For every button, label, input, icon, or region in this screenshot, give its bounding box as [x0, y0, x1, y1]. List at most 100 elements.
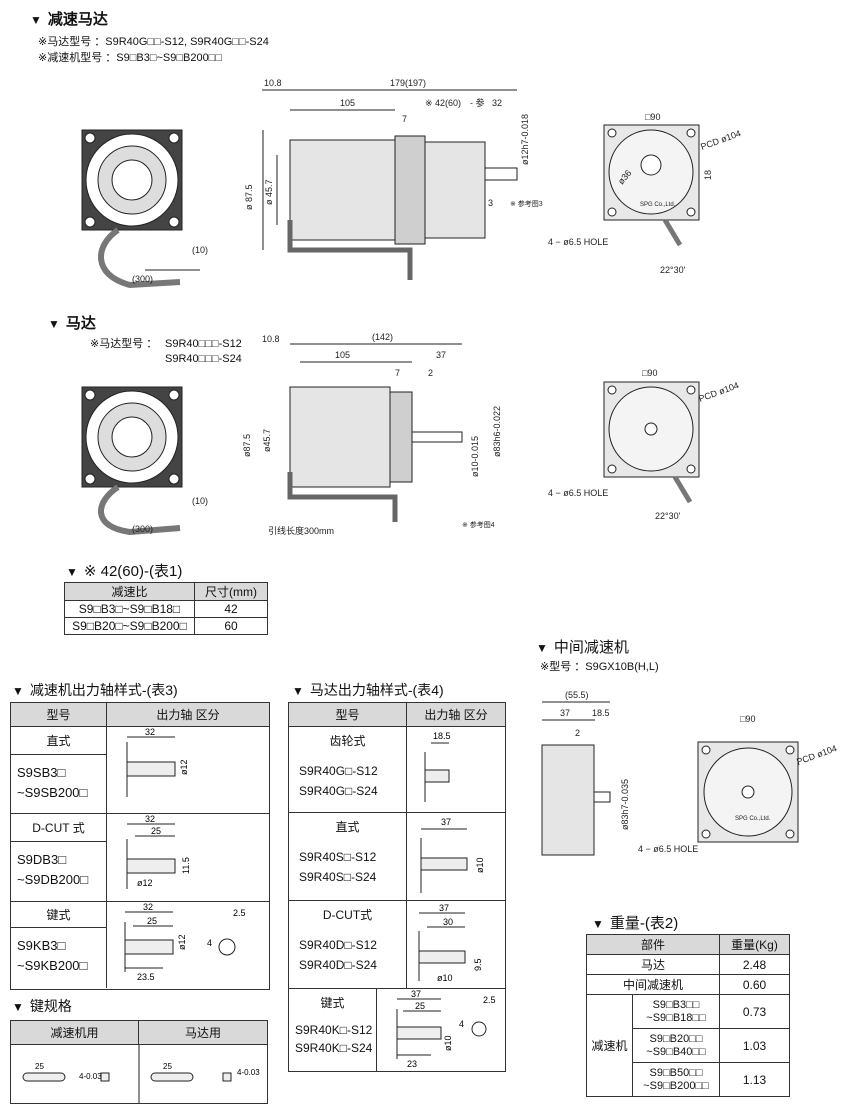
- triangle-icon: ▼: [536, 641, 548, 655]
- svg-text:25: 25: [35, 1062, 44, 1071]
- svg-text:11.5: 11.5: [181, 857, 191, 874]
- dim-angle: 22°30': [660, 265, 686, 275]
- svg-text:25: 25: [163, 1062, 172, 1071]
- svg-text:18.5: 18.5: [433, 731, 451, 741]
- m-dim-105: 105: [335, 350, 350, 360]
- triangle-icon: ▼: [12, 684, 24, 698]
- motor-shaft-gear-drawing: 18.5: [424, 731, 451, 802]
- motor-drawing: 10.8 (142) 105 37 7 2 ø87.5 ø45.7 ø10-0.…: [81, 332, 740, 536]
- mr-dim-2: 2: [575, 728, 580, 738]
- dim-3: 3: [488, 198, 493, 208]
- motor-shaft-straight-drawing: 37 ø10: [420, 817, 485, 893]
- mr-dim-83: ø83h7-0.035: [620, 779, 630, 830]
- svg-text:2.5: 2.5: [483, 995, 496, 1005]
- mr-dim-37: 37: [560, 708, 570, 718]
- svg-text:37: 37: [441, 817, 451, 827]
- table1: 减速比 尺寸(mm) S9□B3□~S9□B18□ 42 S9□B20□~S9□…: [64, 582, 268, 635]
- m-dim-pcd: PCD ø104: [697, 380, 740, 404]
- svg-text:30: 30: [443, 917, 453, 927]
- svg-text:23.5: 23.5: [137, 972, 155, 982]
- dim-7: 7: [402, 114, 407, 124]
- svg-text:32: 32: [143, 902, 153, 912]
- table2-title: ▼重量-(表2): [592, 915, 679, 932]
- table1-header-size: 尺寸(mm): [194, 582, 268, 601]
- svg-text:32: 32: [145, 814, 155, 824]
- dim-179: 179(197): [390, 78, 426, 88]
- svg-text:4: 4: [459, 1019, 464, 1029]
- motor-model-1: S9R40□□□-S12: [165, 338, 242, 350]
- ref-4: ※ 参考图4: [462, 520, 495, 529]
- gear-motor-model: ※马达型号 ：S9R40G□□-S12, S9R40G□□-S24: [38, 36, 269, 48]
- dim-87-5: ø 87.5: [244, 184, 254, 210]
- svg-text:9.5: 9.5: [473, 958, 483, 971]
- m-dim-7: 7: [395, 368, 400, 378]
- m-dim-83: ø83h6-0.022: [492, 406, 502, 457]
- motor-title: ▼马达: [48, 315, 96, 332]
- gear-reducer-model: ※减速机型号 ：S9□B3□~S9□B200□□: [38, 52, 222, 64]
- table-row: S9□B20□~S9□B200□ 60: [64, 617, 268, 635]
- triangle-icon: ▼: [292, 684, 304, 698]
- motor-model-label: ※马达型号 ：: [90, 338, 158, 350]
- mr-dim-18-5: 18.5: [592, 708, 610, 718]
- table2-header-part: 部件: [586, 934, 720, 955]
- svg-text:ø10: ø10: [437, 973, 453, 983]
- table-row: S9□B20□□ ~S9□B40□□ 1.03: [587, 1028, 790, 1063]
- svg-text:25: 25: [147, 916, 157, 926]
- m-dim-2: 2: [428, 368, 433, 378]
- svg-text:37: 37: [439, 903, 449, 913]
- dim-105: 105: [340, 98, 355, 108]
- dim-32: 32: [492, 98, 502, 108]
- triangle-icon: ▼: [66, 565, 78, 579]
- mr-dim-hole: 4 − ø6.5 HOLE: [638, 844, 698, 854]
- table-row: 中间减速机 0.60: [586, 974, 790, 995]
- key-spec-title: ▼键规格: [12, 998, 72, 1014]
- m-dim-10: (10): [192, 496, 208, 506]
- m-dim-45-7: ø45.7: [262, 429, 272, 452]
- dim-pcd: PCD ø104: [699, 128, 742, 152]
- table2-header-weight: 重量(Kg): [719, 934, 790, 955]
- ref-3: ※ 参考图3: [510, 199, 543, 208]
- svg-text:25: 25: [415, 1001, 425, 1011]
- table4-title: ▼马达出力轴样式-(表4): [292, 682, 444, 698]
- table3-header-model: 型号: [11, 703, 107, 726]
- m-dim-87-5: ø87.5: [242, 434, 252, 457]
- key-spec-header-motor: 马达用: [184, 1026, 221, 1040]
- mr-dim-sq90: □90: [740, 714, 755, 724]
- table3-title: ▼减速机出力轴样式-(表3): [12, 682, 178, 698]
- m-dim-300: (300): [132, 524, 153, 534]
- key-spec-header-reducer: 减速机用: [11, 1021, 139, 1044]
- svg-text:2.5: 2.5: [233, 908, 246, 918]
- dim-shaft: ø12h7-0.018: [520, 114, 530, 165]
- svg-text:4: 4: [207, 938, 212, 948]
- gear-motor-drawing: 10.8 179(197) 105 ※ 42(60) - 参 32 7 ø 87…: [81, 78, 742, 289]
- dim-10: (10): [192, 245, 208, 255]
- m-dim-shaft: ø10-0.015: [470, 436, 480, 477]
- table4-header-model: 型号: [289, 703, 407, 726]
- key-spec-table: 减速机用 马达用 25 4-0.03 25 4-0.03: [10, 1020, 268, 1104]
- table1-title: ▼※ 42(60)-(表1): [66, 563, 183, 580]
- m-dim-10-8: 10.8: [262, 334, 280, 344]
- lead-length: 引线长度300mm: [268, 525, 334, 536]
- svg-text:25: 25: [151, 826, 161, 836]
- dim-hole: 4 − ø6.5 HOLE: [548, 237, 608, 247]
- triangle-icon: ▼: [592, 917, 604, 931]
- svg-text:4-0.03: 4-0.03: [79, 1072, 102, 1081]
- dim-ref: - 参: [470, 97, 485, 108]
- mid-reducer-title: ▼中间减速机: [536, 639, 629, 656]
- svg-text:23: 23: [407, 1059, 417, 1069]
- key-spec-drawing: 25 4-0.03 25 4-0.03: [22, 1045, 260, 1103]
- dim-45-7: ø 45.7: [264, 179, 274, 205]
- dim-18: 18: [703, 170, 713, 180]
- svg-text:ø10: ø10: [475, 857, 485, 873]
